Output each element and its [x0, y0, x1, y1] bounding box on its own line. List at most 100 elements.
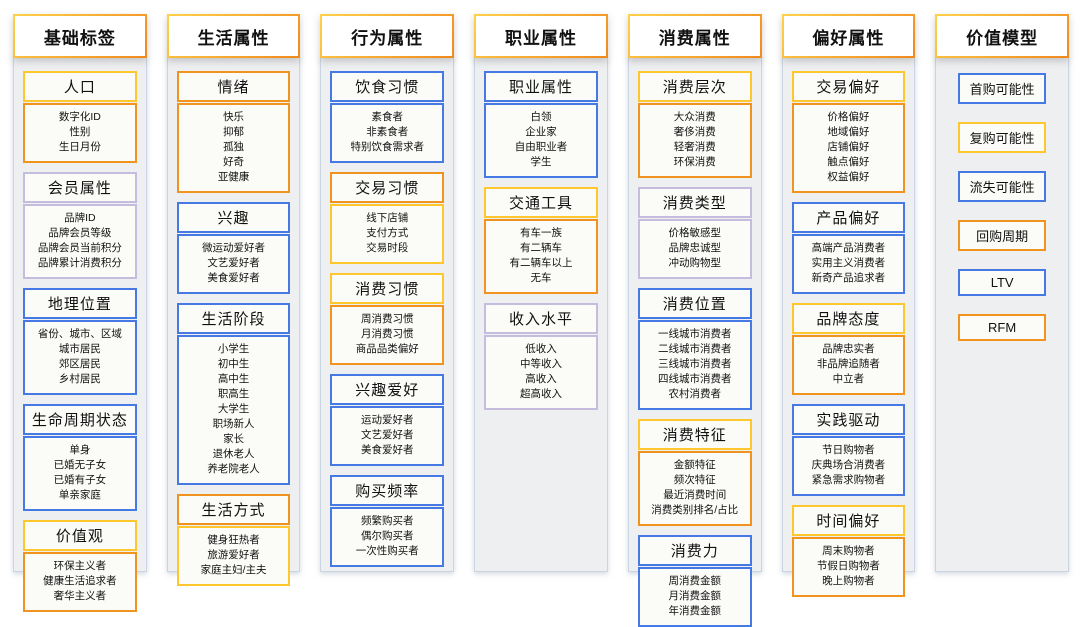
category-column: 行为属性饮食习惯素食者非素食者特别饮食需求者交易习惯线下店铺支付方式交易时段消费… — [320, 14, 455, 572]
column-header: 职业属性 — [474, 14, 608, 58]
tag-item: 美食爱好者 — [361, 444, 414, 456]
tag-item: 冲动购物型 — [668, 257, 721, 269]
tag-item: 支付方式 — [366, 227, 409, 239]
tag-item: 品牌累计消费积分 — [37, 257, 122, 269]
group-items-box: 运动爱好者文艺爱好者美食爱好者 — [330, 406, 445, 466]
model-box: RFM — [958, 314, 1046, 341]
tag-group: 地理位置省份、城市、区域城市居民郊区居民乡村居民 — [23, 288, 137, 395]
group-items-box: 有车一族有二辆车有二辆车以上无车 — [484, 219, 598, 294]
group-title: 会员属性 — [23, 172, 137, 203]
tag-item: 一线城市消费者 — [657, 328, 732, 340]
tag-item: 高端产品消费者 — [811, 242, 886, 254]
tag-group: 职业属性白领企业家自由职业者学生 — [484, 71, 598, 178]
group-title: 消费力 — [637, 535, 752, 566]
tag-item: 品牌ID — [64, 212, 96, 224]
tag-item: 单身 — [69, 444, 91, 456]
tag-group: 兴趣微运动爱好者文艺爱好者美食爱好者 — [176, 202, 291, 294]
group-title: 人口 — [23, 71, 137, 102]
group-items-box: 价格偏好地域偏好店铺偏好触点偏好权益偏好 — [791, 103, 906, 193]
tag-item: 商品品类偏好 — [355, 343, 419, 355]
tag-item: 高收入 — [525, 373, 557, 385]
group-title: 交易习惯 — [330, 172, 445, 203]
model-box: 流失可能性 — [958, 171, 1046, 202]
tag-item: 实用主义消费者 — [811, 257, 886, 269]
tag-item: 数字化ID — [58, 111, 101, 123]
tag-item: 好奇 — [223, 156, 245, 168]
tag-item: 触点偏好 — [827, 156, 870, 168]
group-title: 兴趣爱好 — [330, 374, 445, 405]
tag-group: 时间偏好周末购物者节假日购物者晚上购物者 — [791, 505, 906, 597]
group-items-box: 单身已婚无子女已婚有子女单亲家庭 — [23, 436, 137, 511]
group-title: 收入水平 — [484, 303, 598, 334]
group-items-box: 省份、城市、区域城市居民郊区居民乡村居民 — [23, 320, 137, 395]
group-items-box: 一线城市消费者二线城市消费者三线城市消费者四线城市消费者农村消费者 — [637, 320, 752, 410]
tag-group: 品牌态度品牌忠实者非品牌追随者中立者 — [791, 303, 906, 395]
tag-group: 交易习惯线下店铺支付方式交易时段 — [330, 172, 445, 264]
column-header: 基础标签 — [13, 14, 147, 58]
tag-item: 城市居民 — [58, 343, 101, 355]
tag-item: 非品牌追随者 — [816, 358, 880, 370]
column-header: 消费属性 — [627, 14, 762, 58]
tag-item: 节假日购物者 — [816, 560, 880, 572]
tag-item: 亚健康 — [217, 171, 250, 183]
tag-group: 价值观环保主义者健康生活追求者奢华主义者 — [23, 520, 137, 612]
group-title: 生活阶段 — [176, 303, 291, 334]
tag-item: 一次性购买者 — [355, 545, 419, 557]
tag-item: 节日购物者 — [822, 444, 875, 456]
tag-item: 大学生 — [217, 403, 250, 415]
tag-item: 运动爱好者 — [361, 414, 414, 426]
tag-item: 二线城市消费者 — [657, 343, 732, 355]
tag-group: 产品偏好高端产品消费者实用主义消费者新奇产品追求者 — [791, 202, 906, 294]
tag-item: 环保主义者 — [53, 560, 107, 572]
model-box: LTV — [958, 269, 1046, 296]
column-header: 偏好属性 — [781, 14, 916, 58]
group-title: 消费类型 — [637, 187, 752, 218]
tag-item: 中等收入 — [519, 358, 562, 370]
tag-item: 四线城市消费者 — [657, 373, 732, 385]
group-items-box: 环保主义者健康生活追求者奢华主义者 — [23, 552, 137, 612]
tag-group: 消费特征金额特征频次特征最近消费时间消费类别排名/占比 — [637, 419, 752, 526]
group-title: 产品偏好 — [791, 202, 906, 233]
group-items-box: 频繁购买者偶尔购买者一次性购买者 — [330, 507, 445, 567]
tag-item: 家庭主妇/主夫 — [200, 564, 267, 576]
tag-item: 有二辆车以上 — [509, 257, 573, 269]
column-panel: 交易偏好价格偏好地域偏好店铺偏好触点偏好权益偏好产品偏好高端产品消费者实用主义消… — [781, 56, 916, 597]
tag-item: 最近消费时间 — [663, 489, 727, 501]
tag-item: 有车一族 — [519, 227, 562, 239]
tag-item: 快乐 — [223, 111, 245, 123]
group-title: 品牌态度 — [791, 303, 906, 334]
tag-item: 奢侈消费 — [673, 126, 716, 138]
tag-group: 实践驱动节日购物者庆典场合消费者紧急需求购物者 — [791, 404, 906, 496]
group-items-box: 快乐抑郁孤独好奇亚健康 — [176, 103, 291, 193]
column-header: 生活属性 — [166, 14, 301, 58]
tag-item: 频繁购买者 — [361, 515, 414, 527]
tag-item: 美食爱好者 — [207, 272, 260, 284]
tag-item: 已婚无子女 — [53, 459, 107, 471]
group-title: 消费位置 — [637, 288, 752, 319]
group-title: 消费特征 — [637, 419, 752, 450]
tag-item: 三线城市消费者 — [657, 358, 732, 370]
tag-item: 交易时段 — [366, 242, 409, 254]
tag-item: 家长 — [223, 433, 245, 445]
tag-item: 地域偏好 — [827, 126, 870, 138]
tag-item: 品牌会员等级 — [48, 227, 112, 239]
tag-item: 消费类别排名/占比 — [651, 504, 739, 516]
group-items-box: 品牌忠实者非品牌追随者中立者 — [791, 335, 906, 395]
tag-item: 价格敏感型 — [668, 227, 721, 239]
group-items-box: 节日购物者庆典场合消费者紧急需求购物者 — [791, 436, 906, 496]
tag-item: 性别 — [69, 126, 91, 138]
group-title: 情绪 — [176, 71, 291, 102]
category-column: 消费属性消费层次大众消费奢侈消费轻奢消费环保消费消费类型价格敏感型品牌忠诚型冲动… — [627, 14, 762, 627]
tag-item: 线下店铺 — [366, 212, 409, 224]
tag-item: 高中生 — [217, 373, 250, 385]
tag-item: 品牌忠实者 — [822, 343, 875, 355]
category-column: 生活属性情绪快乐抑郁孤独好奇亚健康兴趣微运动爱好者文艺爱好者美食爱好者生活阶段小… — [166, 14, 301, 586]
tag-item: 年消费金额 — [668, 605, 721, 617]
tag-item: 乡村居民 — [58, 373, 101, 385]
tag-group: 消费力周消费金额月消费金额年消费金额 — [637, 535, 752, 627]
tag-item: 小学生 — [217, 343, 250, 355]
group-items-box: 金额特征频次特征最近消费时间消费类别排名/占比 — [637, 451, 752, 526]
